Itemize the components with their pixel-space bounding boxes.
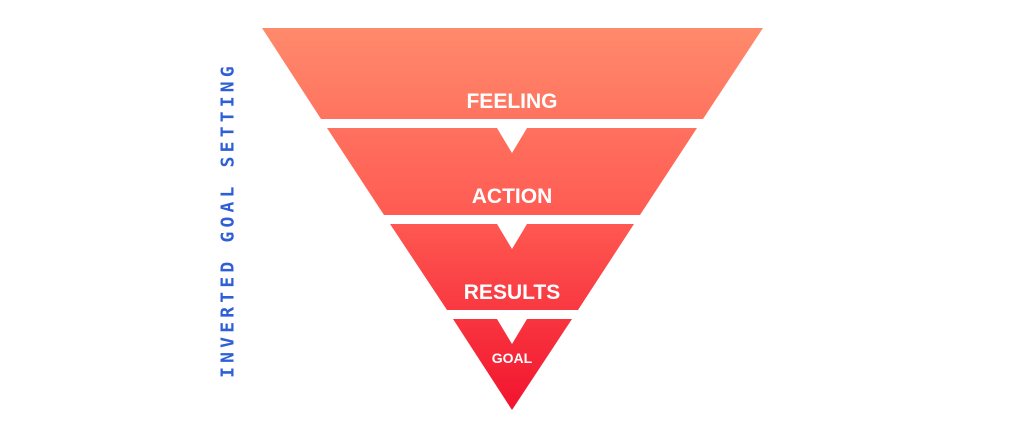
level-label: RESULTS: [464, 281, 560, 304]
band-shape: [327, 128, 697, 215]
level-action: ACTION: [327, 128, 697, 215]
level-goal: GOAL: [453, 319, 572, 410]
level-label: ACTION: [472, 185, 553, 208]
band-shape: [453, 319, 572, 410]
level-label: GOAL: [492, 350, 533, 366]
level-results: RESULTS: [390, 224, 634, 310]
band-shape: [390, 224, 634, 310]
level-feeling: FEELING: [262, 28, 763, 119]
level-label: FEELING: [466, 90, 557, 113]
band-shape: [262, 28, 763, 119]
